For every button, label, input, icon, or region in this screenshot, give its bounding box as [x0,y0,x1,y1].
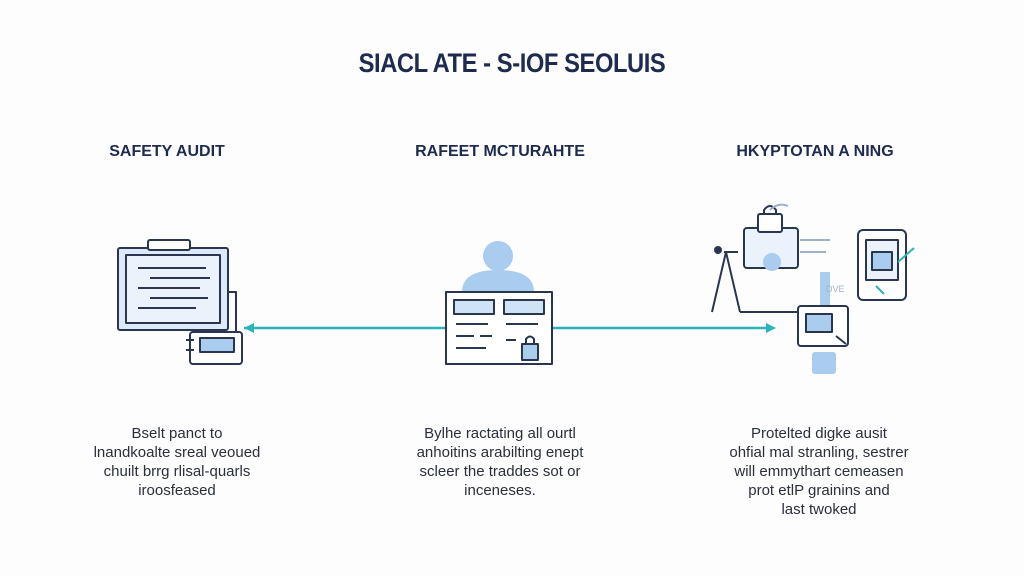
person-at-workstation-icon [445,241,553,365]
description-middle: Bylhe ractating all ourtl anhoitins arab… [390,424,610,500]
description-line: will emmythart cemeasen [734,463,904,480]
device-label: DVE [826,284,845,294]
description-line: last twoked [781,501,857,518]
description-line: lnandkoalte sreal veoued [93,444,261,461]
description-left: Bselt panct to lnandkoalte sreal veoued … [72,424,282,500]
description-line: iroosfeased [138,482,216,499]
description-line: inceneses. [464,482,536,499]
clipboard-document-icon [117,239,243,365]
column-heading-right: HKYPTOTAN A NING [736,143,894,160]
description-line: Bselt panct to [131,425,223,442]
description-line: ohfial mal stranling, sestrer [729,444,909,461]
column-heading-middle: RAFEET MCTURAHTE [415,143,585,160]
description-line: prot etlP grainins and [748,482,890,499]
description-line: scleer the traddes sot or [419,463,581,480]
description-line: chuilt brrg rlisal-quarls [103,463,251,480]
description-line: anhoitins arabilting enept [416,444,584,461]
description-line: Protelted digke ausit [751,425,887,442]
devices-monitoring-icon [711,203,915,374]
page-title: SIACL ATE - S-IOF SEOLUIS [358,48,666,78]
description-right: Protelted digke ausit ohfial mal stranli… [704,424,934,519]
description-line: Bylhe ractating all ourtl [424,425,576,442]
column-heading-safety-audit: SAFETY AUDIT [109,143,225,160]
